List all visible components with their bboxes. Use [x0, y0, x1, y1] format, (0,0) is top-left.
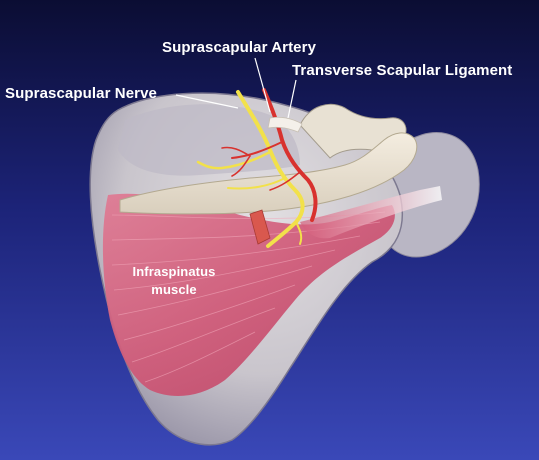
leader-line-nerve — [175, 94, 239, 109]
label-suprascapular-artery: Suprascapular Artery — [162, 39, 317, 56]
label-suprascapular-nerve: Suprascapular Nerve — [5, 85, 157, 102]
infraspinatus-tendon — [300, 186, 442, 239]
leader-lines — [175, 57, 297, 119]
muscle-fibers — [111, 211, 386, 383]
spine-cut-face — [249, 209, 271, 245]
suprascapular-nerve — [196, 90, 305, 248]
transverse-scapular-ligament — [267, 116, 303, 133]
label-infraspinatus-muscle: Infraspinatus muscle — [132, 263, 216, 299]
suprascapular-artery — [221, 88, 318, 222]
leader-line-artery — [254, 57, 271, 113]
label-infraspinatus-line2: muscle — [151, 282, 197, 297]
leader-line-ligament — [287, 79, 297, 119]
label-infraspinatus-line1: Infraspinatus — [132, 264, 216, 279]
label-transverse-scapular-ligament: Transverse Scapular Ligament — [292, 62, 513, 79]
infraspinatus-muscle — [102, 193, 395, 396]
